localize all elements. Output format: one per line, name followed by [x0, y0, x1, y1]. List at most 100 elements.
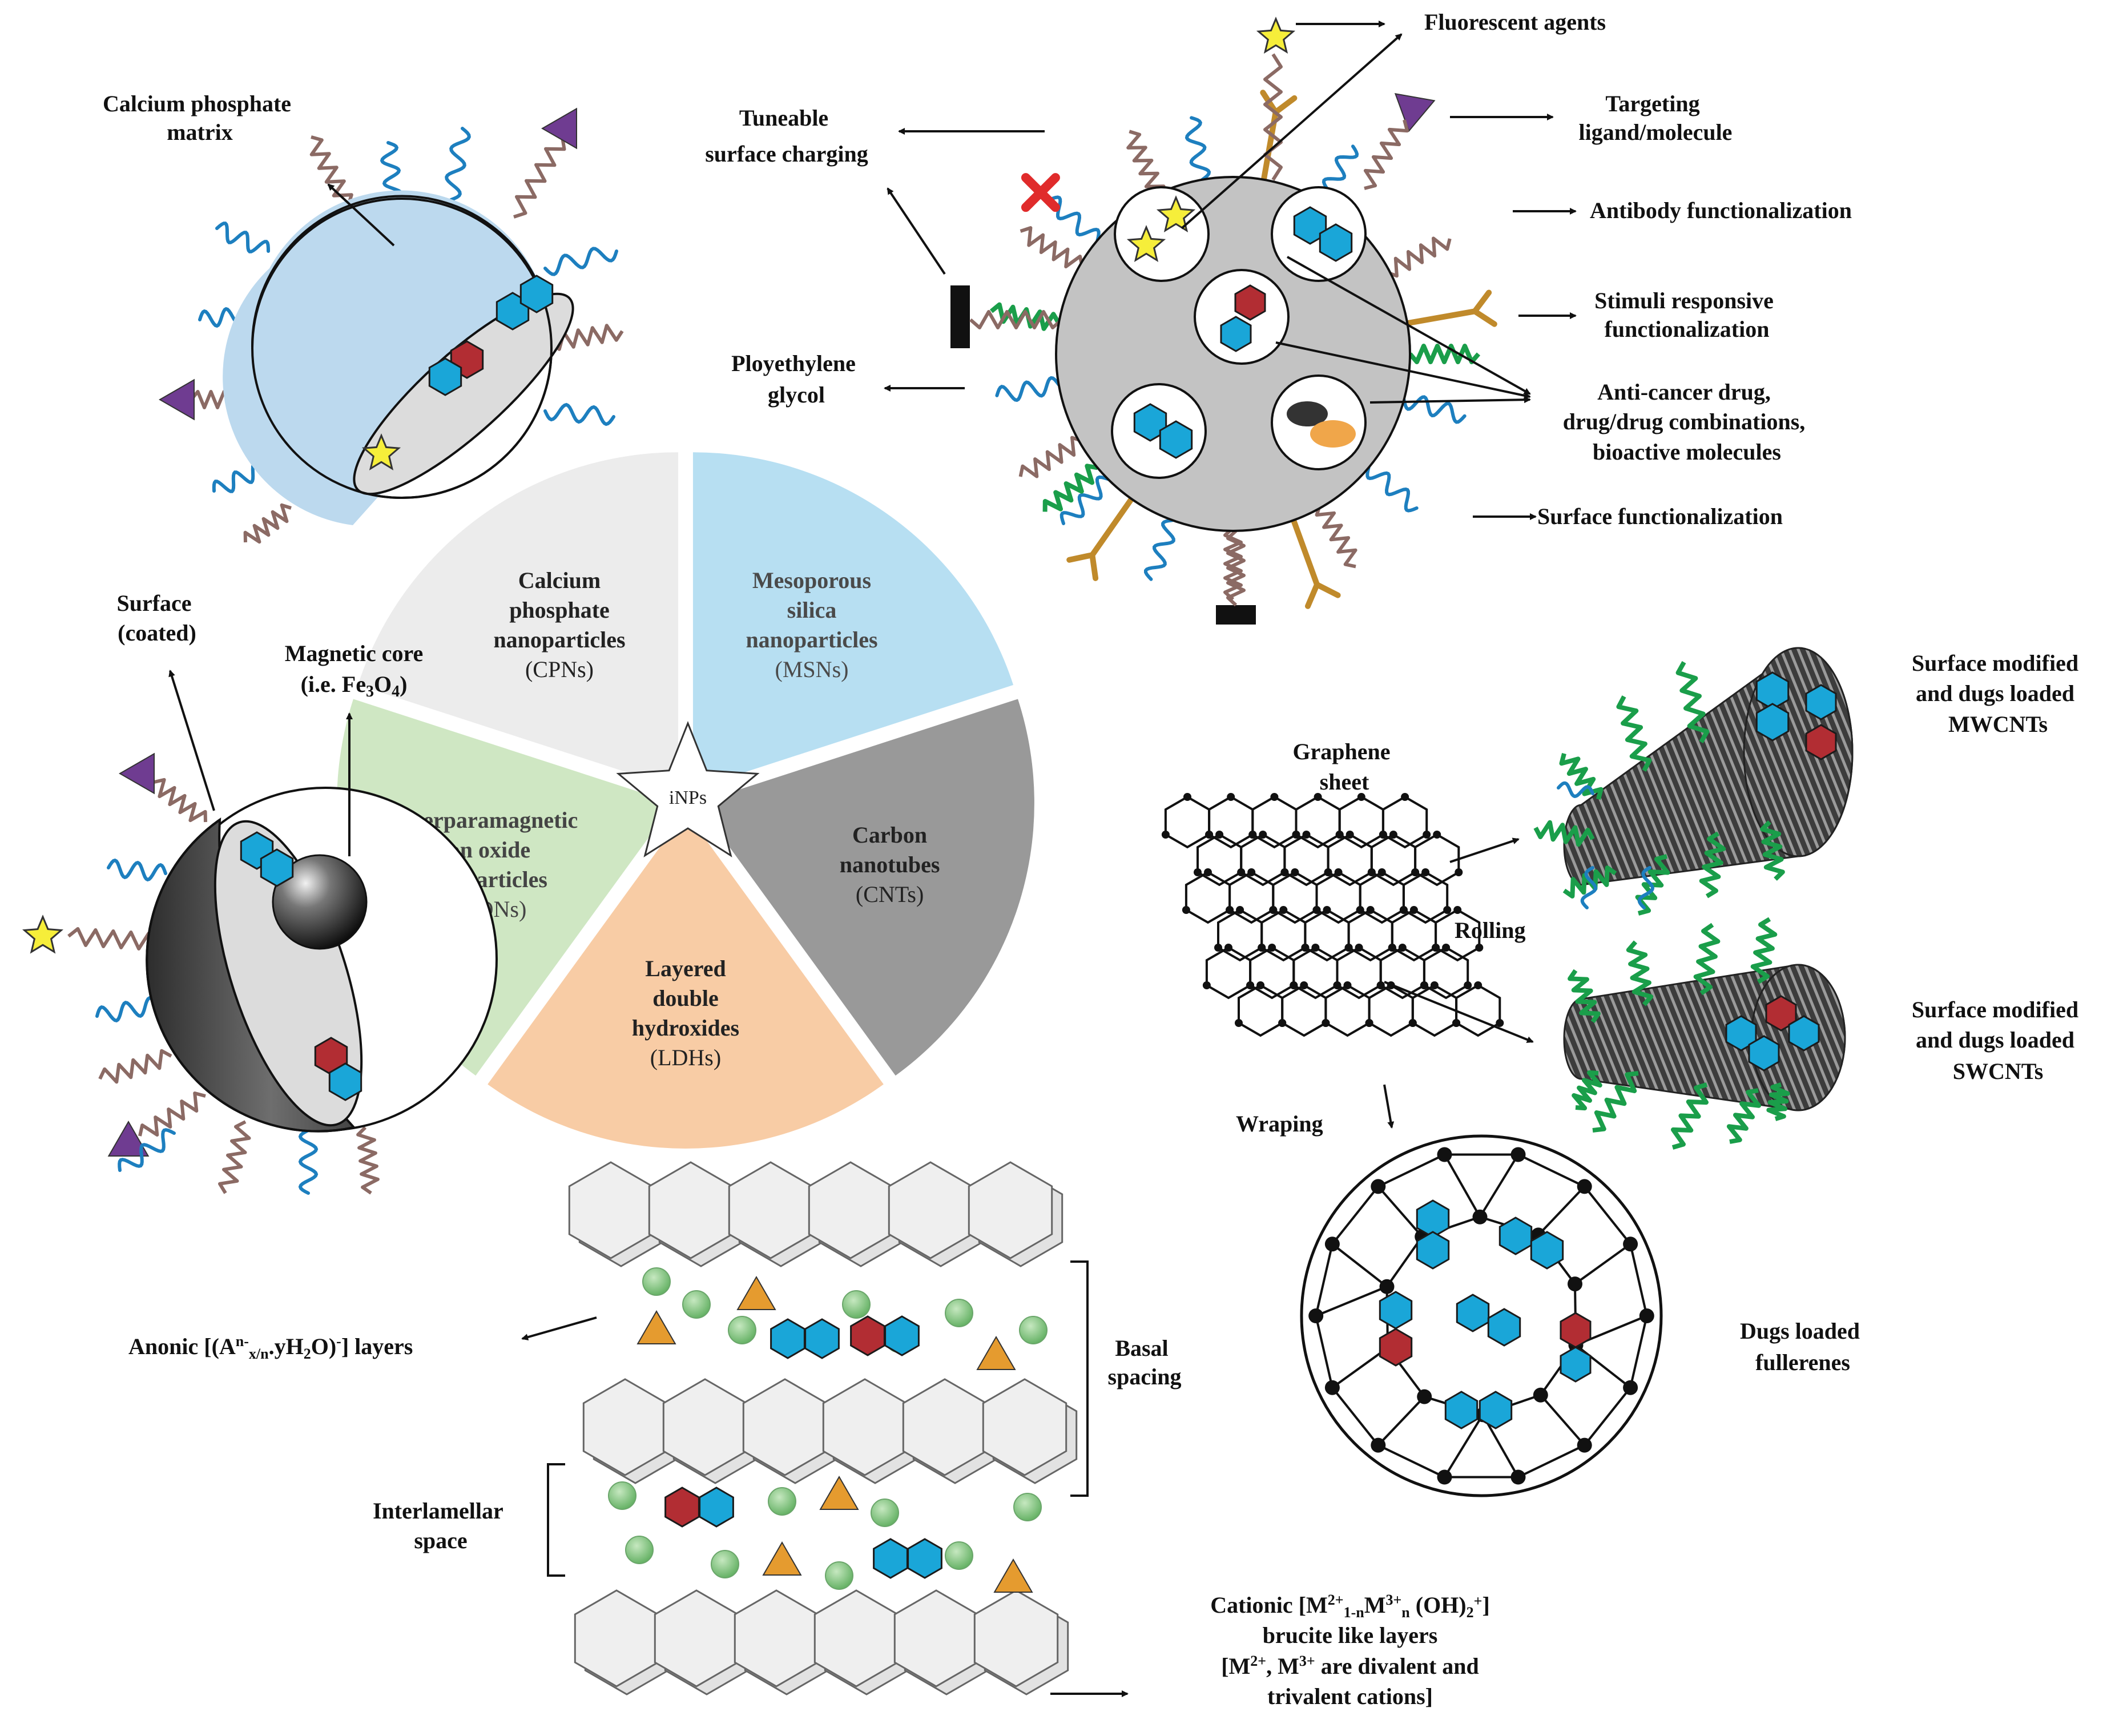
carbon-atom [1344, 944, 1353, 952]
drug-hexagon [1133, 403, 1167, 442]
carbon-atom [1236, 906, 1244, 914]
fullerene-bond [1315, 1243, 1334, 1316]
stimuli-linker [1671, 1082, 1709, 1150]
carbon-atom [1343, 981, 1352, 989]
drug-hexagon [1530, 1231, 1564, 1270]
graphene-cell [1304, 908, 1350, 962]
fullerene-bond [1331, 1347, 1389, 1389]
carbon-atom [1408, 1019, 1417, 1027]
ligand-triangle-icon [118, 752, 155, 795]
carbon-atom [1324, 868, 1332, 876]
label-graphene-sheet: Graphene sheet [1292, 739, 1396, 795]
carbon-atom [1324, 1380, 1340, 1395]
carbon-atom [1472, 1209, 1488, 1225]
anion-triangle [636, 1310, 676, 1344]
carbon-atom [1204, 868, 1212, 876]
carbon-atom [1433, 831, 1441, 839]
carbon-atom [1311, 944, 1320, 952]
stimuli-linker [989, 302, 1061, 331]
ldh-layers [568, 1161, 1078, 1695]
arrows [168, 21, 1577, 1697]
drug-hexagon [1416, 1231, 1450, 1270]
carbon-atom [1215, 831, 1224, 839]
carbon-atom [1510, 1147, 1526, 1162]
spring-linker [1315, 504, 1357, 569]
carbon-atom [1371, 1179, 1386, 1194]
mwcnt-tube [1533, 647, 1854, 916]
spring-linker [969, 310, 1063, 329]
fullerene-bond [1331, 1186, 1379, 1245]
drug-hexagon [1560, 1312, 1592, 1348]
fullerene-bond [1517, 1444, 1585, 1479]
carbon-atom [1292, 831, 1300, 839]
ligand-triangle-icon [1394, 93, 1436, 132]
drug-hexagon [260, 848, 294, 887]
carbon-atom [1308, 1308, 1324, 1323]
anion-sphere [871, 1499, 899, 1527]
wave-chain [95, 996, 159, 1022]
pill-dark-icon [1287, 401, 1328, 426]
carbon-atom [1455, 868, 1463, 876]
fullerene-bond [1537, 1186, 1586, 1236]
carbon-atom [1356, 906, 1364, 914]
fullerene-bond [1377, 1186, 1423, 1238]
ligand-triangle-icon [158, 378, 195, 421]
carbon-atom [1409, 906, 1418, 914]
label-magnetic-core-formula: (i.e. Fe3O4) [301, 671, 408, 700]
wave-chain [298, 1129, 319, 1195]
fullerene-bond [1540, 1394, 1586, 1446]
labels: Calcium phosphate matrix Fluorescent age… [103, 9, 2084, 1709]
graphene-cell [1260, 908, 1307, 962]
pore-circle [1194, 269, 1290, 365]
label-cationic-line4: trivalent cations] [1267, 1683, 1433, 1709]
charge-cross-icon [1021, 173, 1060, 212]
carbon-atom [1323, 906, 1331, 914]
wave-chain [215, 221, 270, 253]
star-icon [1256, 17, 1296, 54]
carbon-atom [1312, 906, 1321, 914]
drug-hexagon [1319, 223, 1353, 262]
graphene-cell [1370, 833, 1417, 887]
drug-hexagon [1748, 1035, 1780, 1072]
pie-sector-msn [692, 452, 1014, 790]
anion-triangle [993, 1558, 1033, 1593]
carbon-atom [1401, 793, 1409, 801]
stimuli-linker [1572, 1070, 1602, 1111]
graphene-cell [1435, 908, 1481, 962]
carbon-atom [1533, 1387, 1548, 1403]
graphene-cell [1327, 833, 1373, 887]
drug-hexagon [1765, 995, 1797, 1032]
drug-hexagon [428, 357, 462, 396]
wave-chain [380, 141, 404, 202]
carbon-atom [1300, 981, 1308, 989]
carbon-atom [1161, 831, 1170, 839]
carbon-atom [1182, 906, 1190, 914]
drug-hexagon [873, 1538, 908, 1579]
carbon-atom [1442, 944, 1451, 952]
carbon-atom [1226, 906, 1234, 914]
carbon-atom [1333, 981, 1342, 989]
wave-chain [543, 247, 618, 276]
drug-hexagon [804, 1318, 840, 1359]
wave-chain [1580, 866, 1597, 909]
carbon-atom [1388, 944, 1396, 952]
label-tuneable-surface-charging: Tuneable surface charging [705, 105, 868, 167]
label-magnetic-core: Magnetic core [285, 641, 423, 666]
graphene-cell [1205, 946, 1252, 1000]
label-antibody-functionalization: Antibody functionalization [1590, 198, 1852, 223]
graphene-cell [1336, 946, 1382, 1000]
carbon-atom [1355, 944, 1363, 952]
carbon-atom [1623, 1236, 1638, 1252]
graphene-cell [1240, 833, 1286, 887]
carbon-atom [1278, 1019, 1287, 1027]
graphene-cell [1292, 946, 1339, 1000]
carbon-atom [1420, 981, 1428, 989]
fullerene-bond [1331, 1243, 1388, 1288]
anion-sphere [625, 1536, 654, 1564]
drug-hexagon [1159, 420, 1193, 459]
label-surface-functionalization: Surface functionalization [1537, 504, 1783, 529]
fullerene-bond [1584, 1387, 1631, 1446]
label-swcnts: Surface modified and dugs loaded SWCNTs [1912, 997, 2084, 1084]
graphene-cell [1324, 984, 1371, 1037]
pill-orange-icon [1310, 420, 1356, 448]
